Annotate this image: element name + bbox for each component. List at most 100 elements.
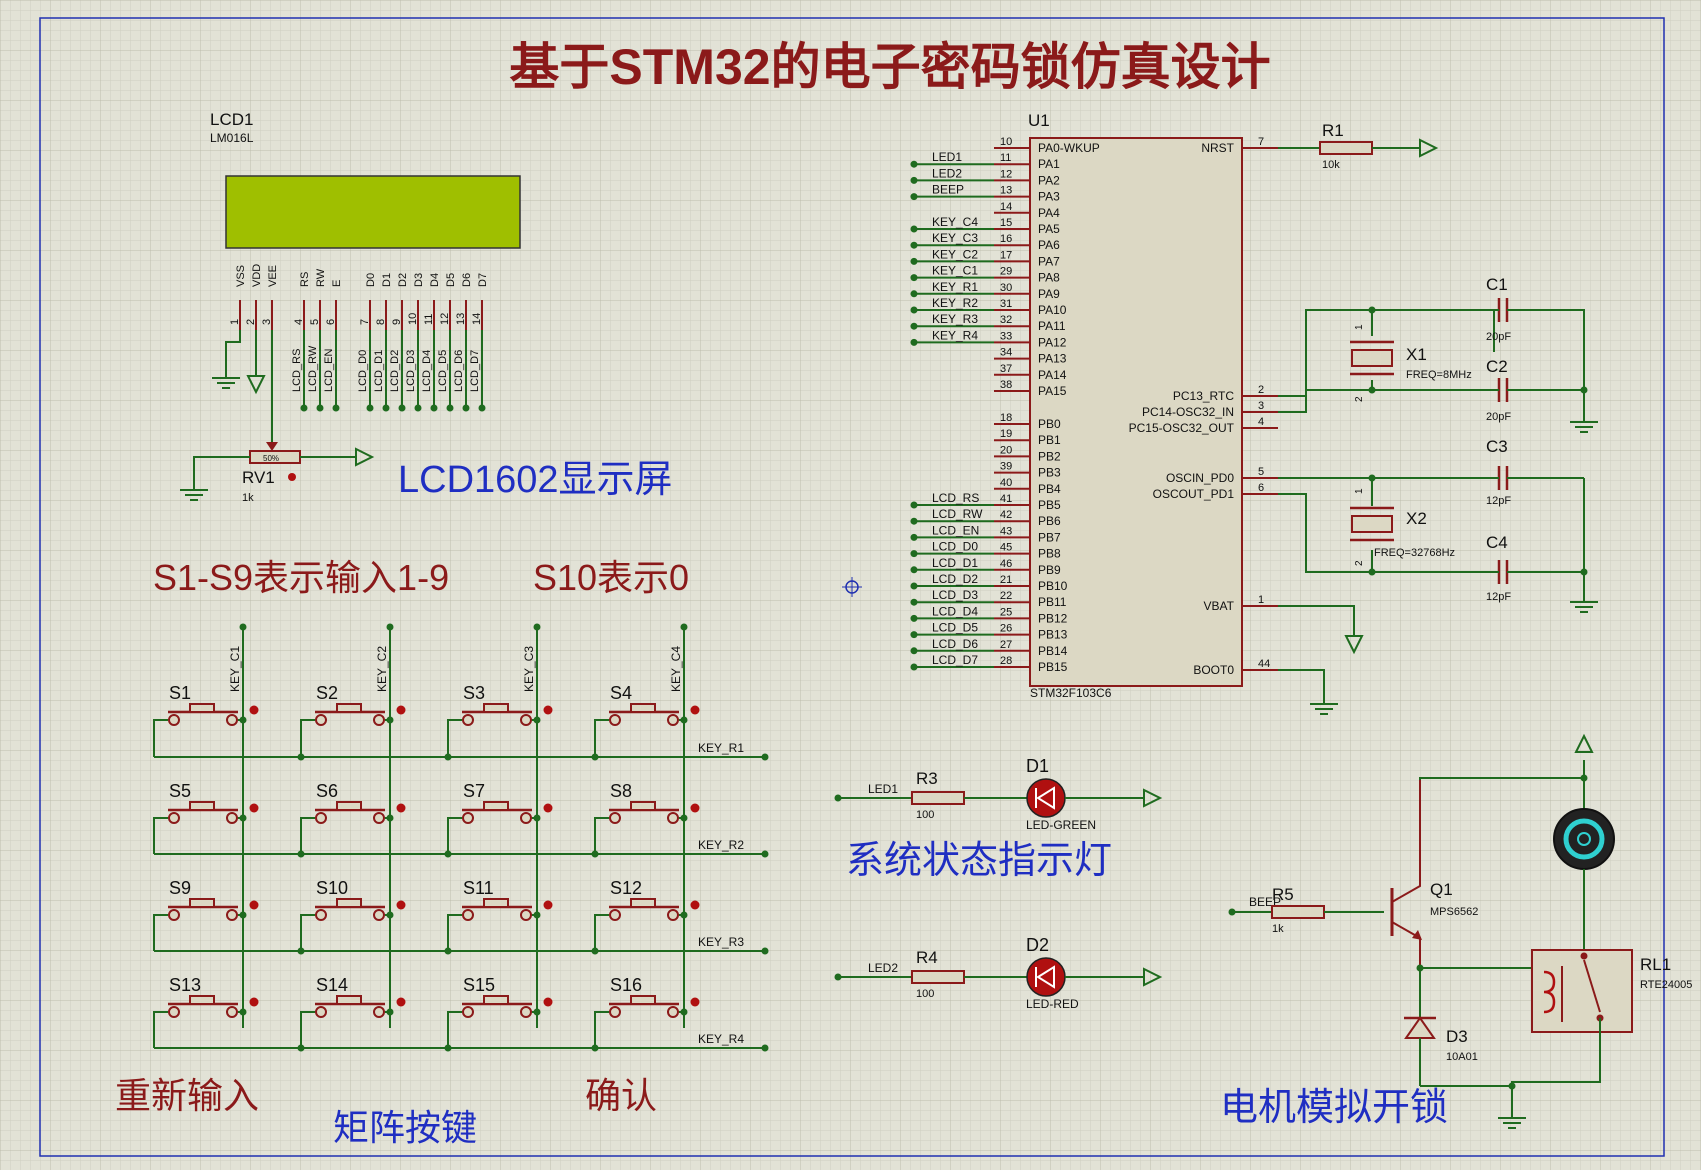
switch-ref: S12 <box>610 878 642 898</box>
junction-dot <box>297 1044 305 1052</box>
pushbutton-icon <box>336 801 362 811</box>
junction-dot <box>1368 568 1376 576</box>
switch-contact <box>373 714 385 726</box>
mcu-pin-name: OSCOUT_PD1 <box>1153 487 1235 501</box>
probe-dot-icon <box>396 705 406 715</box>
net-terminal <box>316 404 324 412</box>
wire <box>300 914 315 951</box>
mcu-pin-number: 21 <box>1000 574 1012 586</box>
probe-dot-icon <box>690 803 700 813</box>
led-icon <box>1026 778 1066 818</box>
switch-contact <box>315 812 327 824</box>
probe-dot-icon <box>690 705 700 715</box>
lcd-module[interactable]: LCD1LM016LVSS1VDD2VEE3RS4RW5E6D07D18D29D… <box>210 110 521 442</box>
mcu-pin-number: 22 <box>1000 590 1012 602</box>
net-terminal <box>910 647 918 655</box>
probe-dot-icon <box>249 705 259 715</box>
c1-value: 20pF <box>1486 331 1511 343</box>
junction-dot <box>533 911 541 919</box>
net-terminal <box>761 753 769 761</box>
net-terminal <box>910 501 918 509</box>
pushbutton-icon <box>189 703 215 713</box>
lcd-pin-name: D7 <box>477 273 489 287</box>
junction-dot <box>386 814 394 822</box>
mcu-pin-number: 10 <box>1000 136 1012 148</box>
crystal-pin-number: 2 <box>1354 396 1365 402</box>
junction-dot <box>533 716 541 724</box>
wire <box>1278 669 1325 704</box>
mcu-pin-name: PA12 <box>1038 335 1067 349</box>
power-arrow-icon <box>355 447 375 467</box>
mcu-pin-number: 6 <box>1258 482 1264 494</box>
led-net-label: LED1 <box>868 782 898 796</box>
relay-contact <box>1580 952 1588 960</box>
lcd-pin-number: 13 <box>455 313 467 325</box>
switch-contact <box>315 1006 327 1018</box>
rv1-wiper-icon <box>266 442 278 451</box>
net-terminal <box>239 623 247 631</box>
switch-contact <box>462 714 474 726</box>
net-terminal <box>910 225 918 233</box>
switch-contact <box>315 909 327 921</box>
d3-model: 10A01 <box>1446 1051 1478 1063</box>
net-terminal <box>430 404 438 412</box>
mcu-pin-number: 43 <box>1000 525 1012 537</box>
mcu-pin-name: PA3 <box>1038 190 1060 204</box>
mcu-net-label: LCD_D3 <box>932 588 978 602</box>
net-terminal <box>910 241 918 249</box>
motor-rotor-icon <box>1563 818 1605 860</box>
mcu-pin-number: 27 <box>1000 639 1012 651</box>
switch-contact <box>226 1006 238 1018</box>
sheet-border <box>39 17 1665 1157</box>
mcu-pin-number: 19 <box>1000 428 1012 440</box>
probe-dot-icon <box>288 473 296 481</box>
mcu-pin-number: 33 <box>1000 330 1012 342</box>
probe-dot-icon <box>690 900 700 910</box>
led-resistor-value: 100 <box>916 809 934 821</box>
lcd-pin-name: VEE <box>267 265 279 287</box>
switch-ref: S5 <box>169 781 191 801</box>
lcd-pin-name: D0 <box>365 273 377 287</box>
junction-dot <box>591 947 599 955</box>
junction-dot <box>680 1008 688 1016</box>
led-model: LED-GREEN <box>1026 818 1096 832</box>
net-terminal <box>834 794 842 802</box>
mcu-pin-number: 17 <box>1000 249 1012 261</box>
mcu-model: STM32F103C6 <box>1030 686 1112 700</box>
lcd-net-label: LCD_D6 <box>453 350 465 392</box>
mcu-pin-name: PA8 <box>1038 271 1060 285</box>
mcu-pin-name: PC14-OSC32_IN <box>1142 405 1234 419</box>
mcu-pin-name: PA9 <box>1038 287 1060 301</box>
mcu-pin-number: 29 <box>1000 266 1012 278</box>
net-terminal <box>462 404 470 412</box>
lcd-net-label: LCD_D2 <box>389 350 401 392</box>
probe-dot-icon <box>249 900 259 910</box>
power-arrow-icon <box>246 375 266 395</box>
c2-value: 20pF <box>1486 411 1511 423</box>
net-terminal <box>680 623 688 631</box>
switch-contact <box>168 714 180 726</box>
led-ref: D1 <box>1026 756 1049 776</box>
crystal-x1-icon <box>1351 349 1393 367</box>
probe-dot-icon <box>396 900 406 910</box>
wire <box>594 1011 609 1048</box>
wire <box>193 456 250 490</box>
switch-ref: S16 <box>610 975 642 995</box>
probe-dot-icon <box>543 803 553 813</box>
c1-ref: C1 <box>1486 275 1508 294</box>
r5-body <box>1271 905 1325 919</box>
lcd-net-label: LCD_D4 <box>421 350 433 392</box>
net-terminal <box>761 850 769 858</box>
lcd-net-label: LCD_EN <box>323 349 335 392</box>
lcd-pin-number: 7 <box>359 319 371 325</box>
led-arrow-icon <box>1036 965 1055 989</box>
switch-ref: S9 <box>169 878 191 898</box>
switch-contact <box>520 812 532 824</box>
rv1-value: 1k <box>242 492 254 504</box>
lcd-pin-number: 8 <box>375 319 387 325</box>
pushbutton-icon <box>483 703 509 713</box>
